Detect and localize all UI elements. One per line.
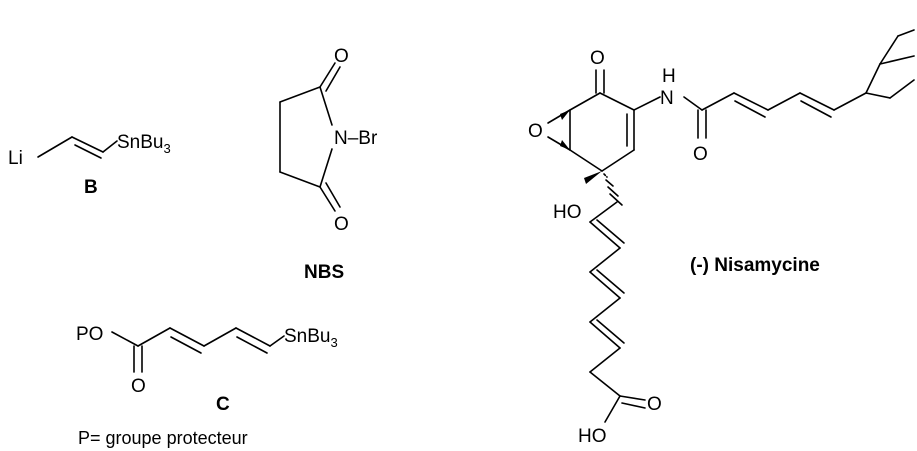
reagent-c-bonds (111, 327, 285, 373)
nisamycine-dienamide-chain (701, 92, 867, 118)
ketone-oxygen: O (590, 48, 605, 69)
reagent-c: PO O SnBu3 C P= groupe protecteur (76, 324, 338, 448)
nisamycine: O H N O O HO O HO (-) Nisamycine (528, 29, 915, 447)
nisamycine-trienoic-chain (589, 173, 646, 423)
amide-nitrogen: N (660, 88, 674, 109)
reagent-c-label: C (216, 394, 230, 415)
tertiary-alcohol: HO (553, 202, 582, 223)
protecting-group-caption: P= groupe protecteur (78, 428, 248, 448)
reagent-c-carbonyl-oxygen: O (131, 376, 146, 397)
nisamycine-ring-bonds (547, 69, 635, 184)
reagent-c-tributyltin-group: SnBu3 (284, 326, 338, 350)
amide-oxygen: O (693, 144, 708, 165)
acid-hydroxyl: HO (578, 426, 607, 447)
acid-carbonyl-oxygen: O (647, 394, 662, 415)
reagent-b-label: B (84, 177, 98, 198)
epoxide-oxygen: O (528, 121, 543, 142)
cyclohexyl-ring (865, 29, 915, 99)
protected-oxygen: PO (76, 324, 103, 345)
amide-hydrogen: H (662, 66, 676, 87)
nbs-label: NBS (304, 262, 344, 283)
lithium-atom: Li (8, 148, 23, 169)
reagent-b-bonds (37, 136, 118, 159)
nbs-oxygen-top: O (334, 46, 349, 67)
nisamycine-amide-bonds (633, 96, 707, 139)
nbs-nitrogen-bromine: N–Br (334, 128, 378, 149)
nbs-oxygen-bottom: O (334, 214, 349, 235)
reagent-b: Li SnBu3 B (8, 132, 171, 198)
reagent-nbs: O O N–Br NBS (279, 46, 378, 283)
tributyltin-group: SnBu3 (117, 132, 171, 156)
nbs-bonds (279, 62, 341, 212)
nisamycine-label: (-) Nisamycine (690, 255, 820, 276)
